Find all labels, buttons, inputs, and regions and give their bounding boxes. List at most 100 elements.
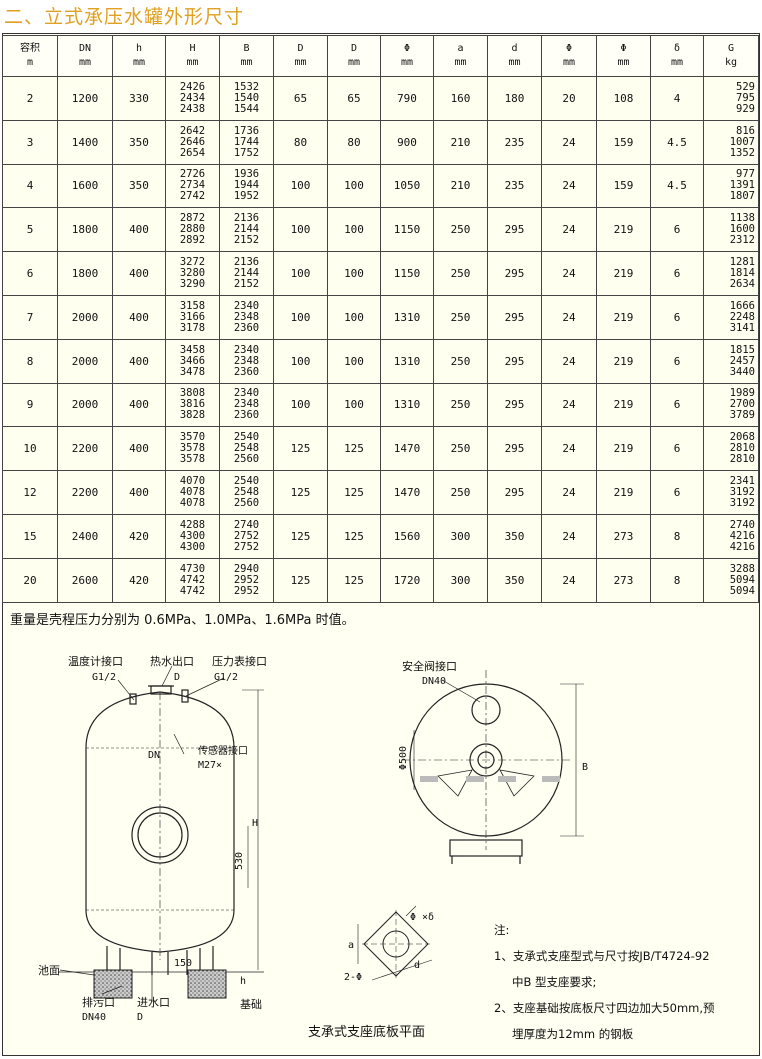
pressure-port-label: 压力表接口 (212, 654, 267, 668)
cell-h: 400 (112, 426, 166, 472)
cell-delta: 6 (650, 251, 704, 296)
cell-delta: 6 (650, 470, 704, 515)
header-symbol: Φ (565, 43, 573, 54)
pool-surface-label: 池面 (38, 964, 60, 977)
cell-phi2: 219 (596, 426, 651, 472)
dim-d-label: d (414, 960, 420, 971)
cell-value: 2340 (233, 343, 260, 356)
cell-value: 2068 (729, 431, 755, 444)
cell-value: 2740 (233, 518, 260, 531)
cell-d1: 80 (273, 119, 328, 165)
dim-a-label: a (348, 940, 354, 951)
cell-value: 929 (736, 102, 755, 115)
cell-value: 1281 (729, 256, 755, 269)
base-plate-caption: 支承式支座底板平面 (308, 1024, 425, 1040)
temp-port-size: G1/2 (92, 672, 116, 683)
cell-delta: 8 (650, 557, 704, 603)
header-symbol: Φ (403, 43, 411, 54)
cell-value: 2742 (179, 190, 206, 203)
cell-value: 2426 (179, 80, 206, 93)
header-unit: mm (78, 57, 92, 68)
header-symbol: G (727, 43, 735, 54)
header-symbol: B (243, 43, 250, 54)
cell-value: 2940 (233, 562, 260, 575)
cell-value: 3141 (729, 321, 755, 334)
cell-value: 1352 (729, 146, 755, 159)
cell-d: 350 (487, 557, 542, 603)
cell-d: 295 (487, 338, 542, 384)
cell-value: 2360 (233, 365, 260, 378)
cell-dn: 1800 (57, 207, 113, 253)
cell-value: 2540 (233, 431, 260, 444)
cell-h: 400 (112, 294, 166, 340)
cell-dn: 1600 (57, 163, 113, 209)
cell-value: 2560 (233, 453, 260, 466)
dim-phi500: Φ500 (398, 746, 409, 770)
cell-value: 2457 (729, 354, 755, 367)
cell-dn: 1800 (57, 251, 113, 296)
dim-h-label: h (240, 976, 246, 987)
cell-value: 3192 (729, 497, 755, 510)
cell-v: 10 (2, 426, 58, 472)
dim-530: 530 (234, 852, 245, 870)
cell-value: 2892 (179, 234, 206, 247)
cell-d2: 65 (327, 76, 381, 121)
cell-d2: 100 (327, 338, 381, 384)
cell-phi2: 219 (596, 207, 651, 253)
header-unit: mm (294, 57, 307, 68)
cell-value: 3288 (729, 562, 755, 575)
cell-a: 300 (433, 557, 488, 603)
cell-d1: 100 (273, 251, 328, 296)
cell-a: 210 (433, 119, 488, 165)
cell-h: 400 (112, 382, 166, 428)
cell-phi1: 24 (541, 382, 597, 428)
header-symbol: Φ (620, 43, 627, 54)
cell-delta: 4.5 (650, 119, 704, 165)
cell-value: 2434 (179, 91, 206, 104)
cell-dn: 2000 (57, 294, 113, 340)
cell-value: 3578 (179, 453, 206, 466)
cell-value: 4078 (179, 497, 206, 510)
cell-phi1: 24 (541, 557, 597, 603)
cell-value: 4216 (729, 529, 755, 542)
header-unit: mm (186, 57, 199, 68)
cell-value: 3178 (179, 321, 206, 334)
header-unit: mm (508, 57, 521, 68)
page-title: 二、立式承压水罐外形尺寸 (4, 6, 245, 28)
cell-d: 295 (487, 426, 542, 472)
cell-a: 160 (433, 76, 488, 121)
header-unit: mm (132, 57, 146, 68)
cell-value: 2560 (233, 497, 260, 510)
hot-water-outlet-label: 热水出口 (150, 654, 194, 668)
cell-delta: 4 (650, 76, 704, 121)
two-holes-label: 2-Φ (344, 972, 362, 983)
cell-phi2: 219 (596, 251, 651, 296)
cell-value: 1736 (233, 124, 260, 137)
sensor-thread: M27× (198, 760, 222, 771)
cell-value: 2810 (729, 453, 755, 466)
cell-value: 1989 (729, 387, 755, 400)
cell-value: 3478 (179, 365, 206, 378)
cell-phi1: 24 (541, 251, 597, 296)
header-unit: mm (617, 57, 630, 68)
cell-value: 2348 (233, 354, 260, 367)
cell-phi: 900 (380, 119, 434, 165)
cell-d: 235 (487, 163, 542, 209)
cell-value: 4730 (179, 562, 206, 575)
cell-d1: 125 (273, 470, 328, 515)
cell-d2: 100 (327, 163, 381, 209)
